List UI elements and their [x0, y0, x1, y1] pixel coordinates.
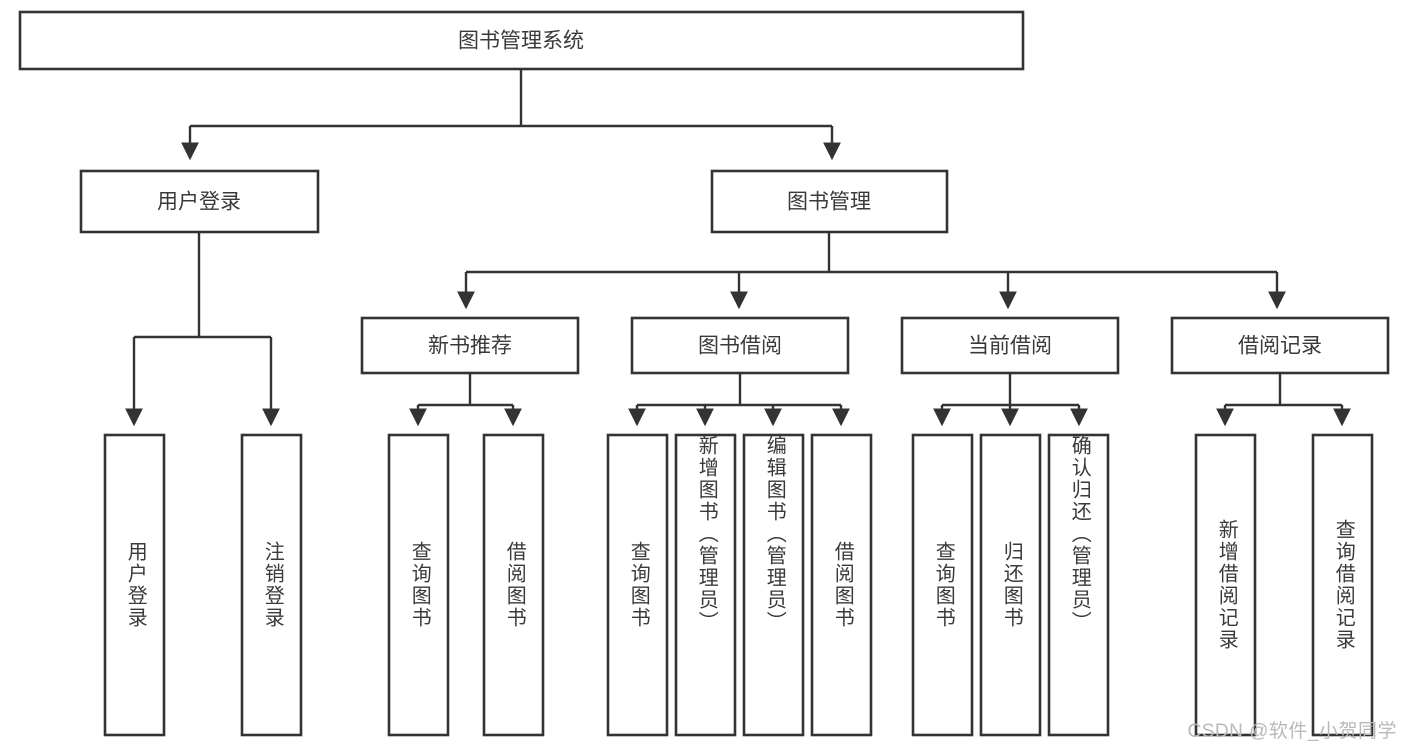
node-user-login-label: 用户登录 [157, 191, 241, 214]
leaf-box-query-book-3[interactable] [911, 433, 974, 737]
node-current-borrow-box[interactable] [900, 316, 1120, 375]
leaf-box-query-record[interactable] [1311, 433, 1374, 737]
node-book-management-label: 图书管理 [787, 191, 871, 214]
leaf-box-confirm-return[interactable] [1047, 433, 1110, 737]
leaf-box-query-book-1[interactable] [387, 433, 450, 737]
leaf-box-user-login[interactable] [103, 433, 166, 737]
edge-root-to-level2 [181, 69, 841, 161]
node-book-management[interactable]: 图书管理 [710, 169, 949, 234]
node-new-book-recommend-label: 新书推荐 [428, 335, 512, 358]
node-current-borrow-label: 当前借阅 [968, 335, 1052, 358]
edge-borrow-record-to-leaves [1216, 373, 1351, 427]
leaf-box-add-book[interactable] [674, 433, 737, 737]
edge-book-borrow-to-leaves [628, 373, 850, 427]
watermark-text: CSDN @软件_小贺同学 [1187, 721, 1397, 742]
leaf-box-logout-login[interactable] [240, 433, 303, 737]
node-new-book-recommend-box[interactable] [360, 316, 580, 375]
node-borrow-record-label: 借阅记录 [1238, 335, 1322, 358]
edge-user-login-to-leaves [125, 232, 280, 427]
leaf-box-return-book[interactable] [979, 433, 1042, 737]
node-root-box[interactable] [18, 10, 1025, 71]
node-current-borrow[interactable]: 当前借阅 [900, 316, 1120, 375]
node-book-borrow-label: 图书借阅 [698, 335, 782, 358]
node-user-login-box[interactable] [79, 169, 320, 234]
node-borrow-record[interactable]: 借阅记录 [1170, 316, 1390, 375]
leaf-box-borrow-book-1[interactable] [482, 433, 545, 737]
edge-new-book-recommend-to-leaves [409, 373, 522, 427]
edge-book-management-to-level3 [457, 232, 1286, 310]
node-user-login[interactable]: 用户登录 [79, 169, 320, 234]
node-new-book-recommend[interactable]: 新书推荐 [360, 316, 580, 375]
leaf-box-query-book-2[interactable] [606, 433, 669, 737]
edge-current-borrow-to-leaves [933, 373, 1088, 427]
leaf-box-add-record[interactable] [1194, 433, 1257, 737]
node-book-borrow[interactable]: 图书借阅 [630, 316, 850, 375]
node-root[interactable]: 图书管理系统 [18, 10, 1025, 71]
node-root-label: 图书管理系统 [458, 30, 584, 53]
leaf-box-borrow-book-2[interactable] [810, 433, 873, 737]
leaf-box-edit-book[interactable] [742, 433, 805, 737]
